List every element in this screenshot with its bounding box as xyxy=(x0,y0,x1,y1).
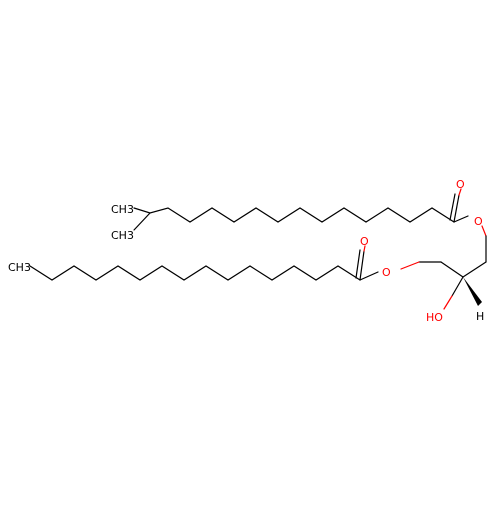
stereo-wedge xyxy=(463,277,482,306)
ester-oxygen-lower: O xyxy=(382,266,391,279)
lower-acyl-chain xyxy=(29,245,379,281)
methyl-label-b: CH3 xyxy=(111,229,134,242)
carbonyl-oxygen-lower: O xyxy=(360,235,369,248)
upper-acyl-chain xyxy=(133,188,469,231)
hydroxyl-label: HO xyxy=(426,311,443,324)
methyl-label-a: CH3 xyxy=(111,203,134,216)
terminal-methyl-label: CH3 xyxy=(8,261,31,274)
stereo-hydrogen-label: H xyxy=(476,310,484,323)
ester-oxygen-upper: O xyxy=(474,215,483,228)
carbonyl-oxygen-upper: O xyxy=(456,178,465,191)
glycerol-backbone xyxy=(400,225,487,310)
